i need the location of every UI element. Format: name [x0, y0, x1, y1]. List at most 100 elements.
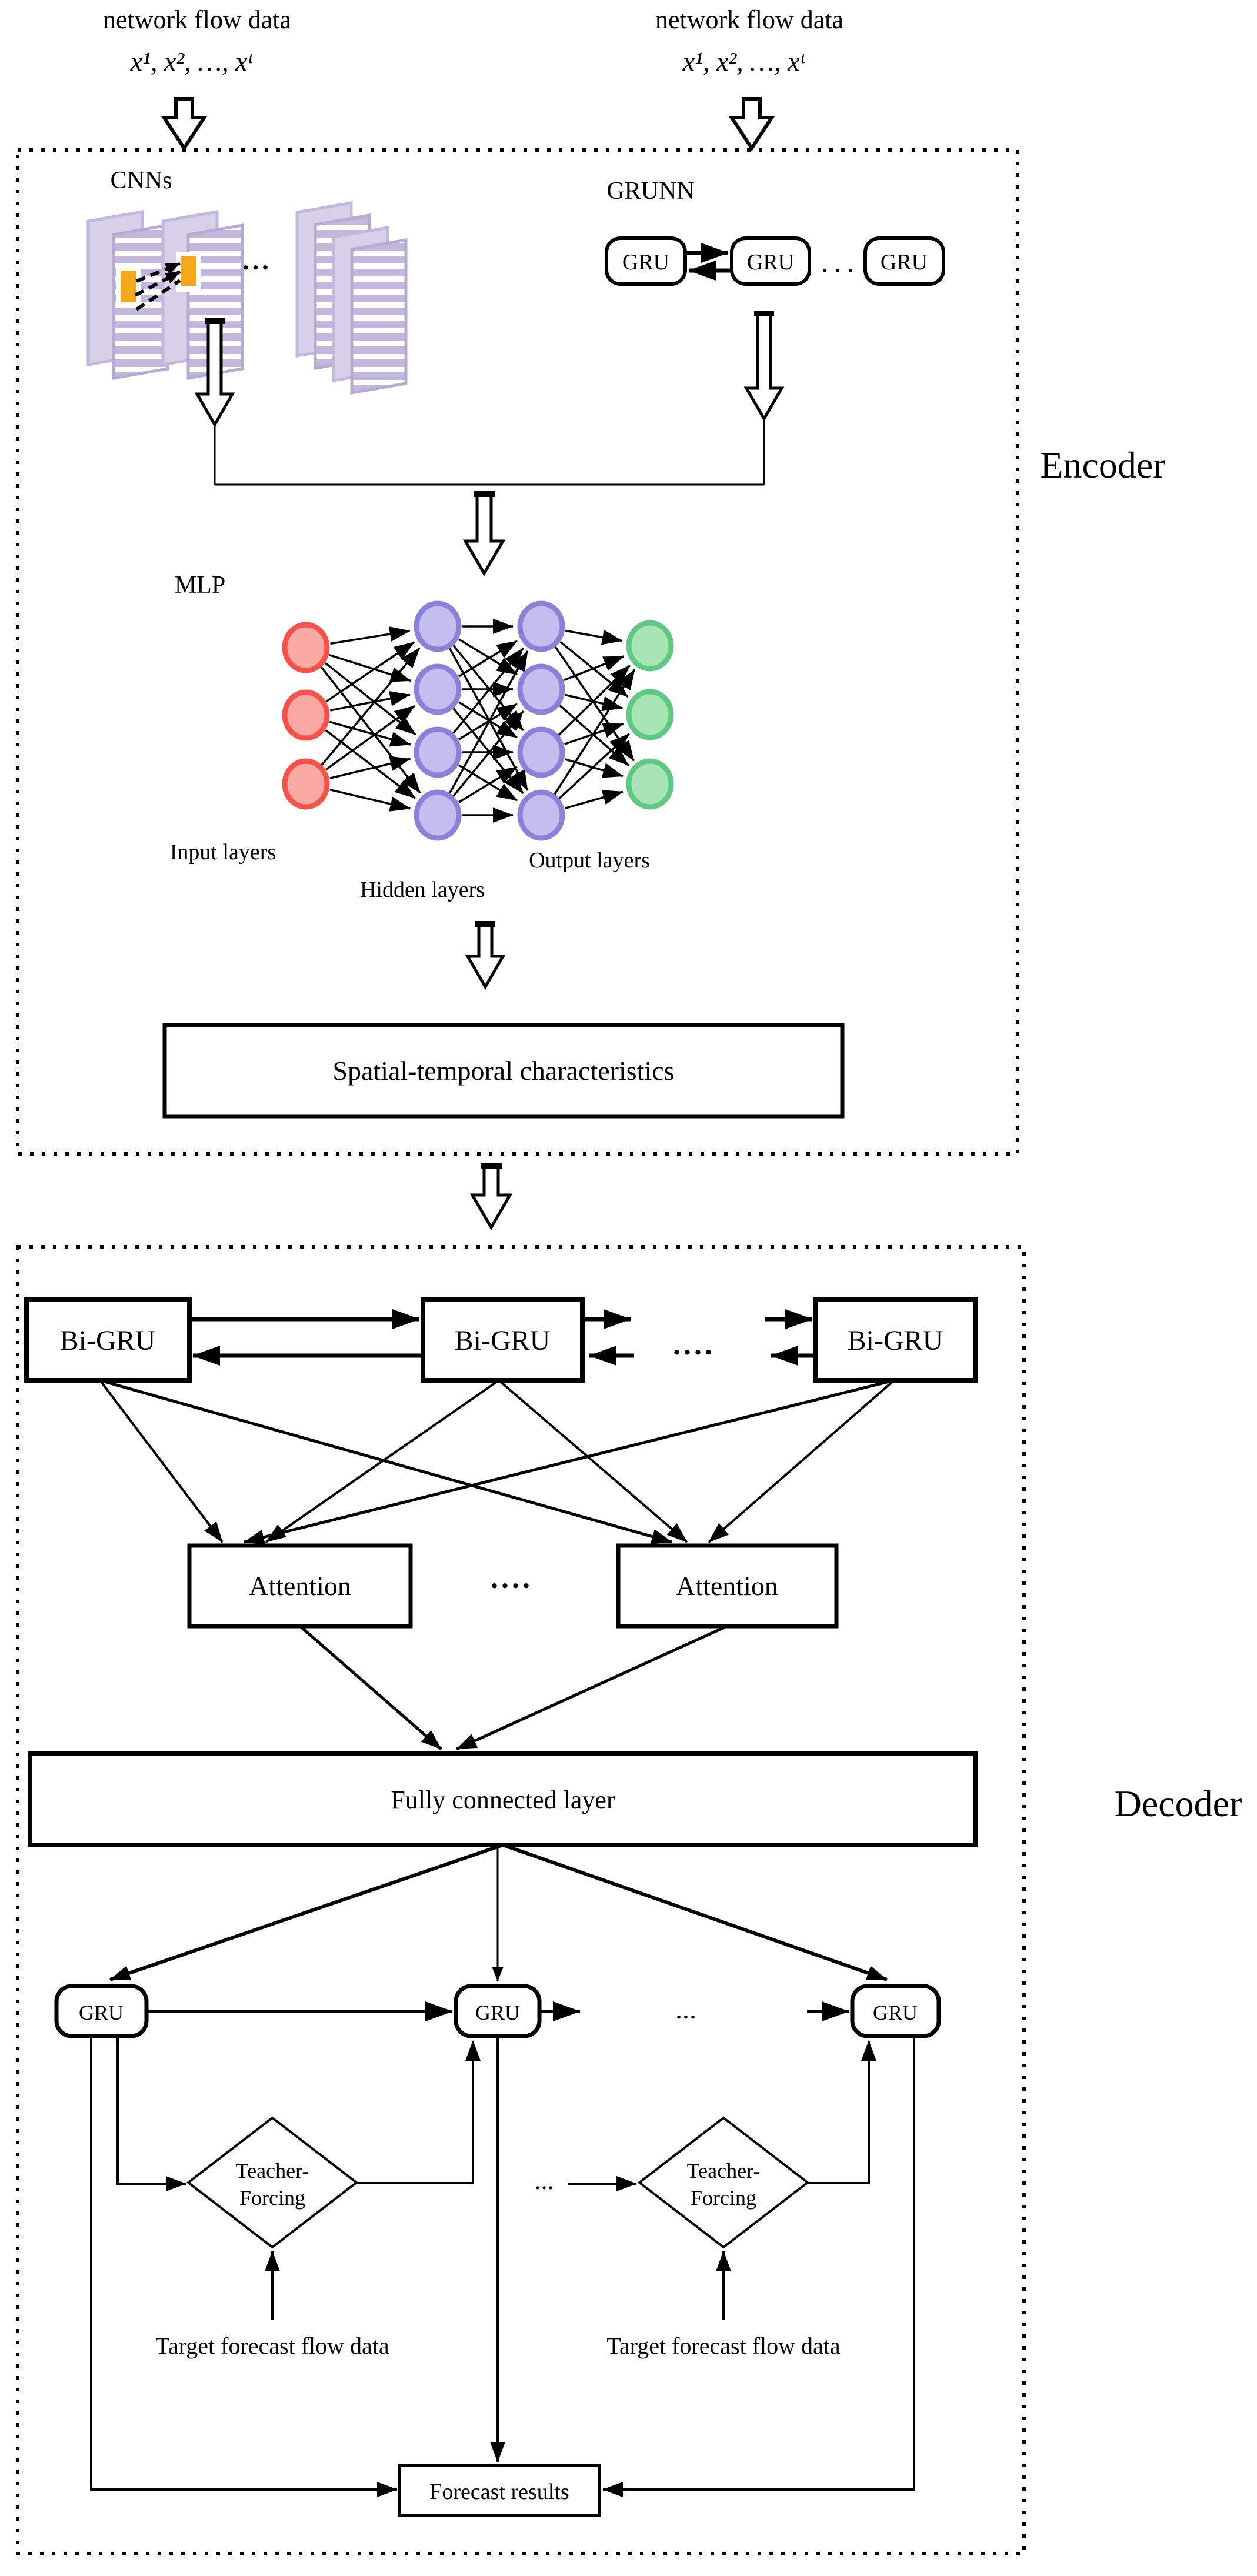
- forecast-results-label: Forecast results: [429, 2480, 569, 2504]
- input-node: [282, 689, 330, 741]
- hidden-node: [414, 789, 462, 841]
- bigru-attention-line: [244, 1379, 895, 1545]
- gru-cell-box: [730, 236, 811, 286]
- down-arrow-icon: [469, 1164, 513, 1230]
- down-arrow-icon: [462, 492, 506, 576]
- gru-forecast-line: [602, 2036, 915, 2497]
- arrow-cap: [474, 491, 495, 497]
- hidden-node: [414, 726, 462, 778]
- gru-cell-label: GRU: [747, 250, 794, 275]
- gru-forecast-line: [90, 2036, 398, 2497]
- bigru-box: [24, 1297, 192, 1383]
- mlp-edge: [564, 790, 624, 810]
- mlp-edge: [320, 666, 421, 794]
- output-node: [626, 689, 674, 740]
- gru-cell-label: GRU: [79, 2001, 124, 2024]
- conv-patch: [121, 271, 136, 302]
- input-left-formula: x¹, x², …, xᵗ: [130, 46, 254, 76]
- bigru-box: [421, 1297, 585, 1383]
- input-right-title: network flow data: [655, 5, 843, 34]
- mlp-edge: [448, 650, 529, 795]
- bigru-attention-line: [99, 1379, 224, 1543]
- mlp-edge: [329, 654, 412, 682]
- attention-ellipsis: ....: [491, 1561, 533, 1595]
- hidden-layers-label: Hidden layers: [360, 877, 485, 902]
- hidden-node: [517, 726, 565, 778]
- cnn-ellipsis: ...: [242, 245, 272, 275]
- attention-box: [187, 1543, 413, 1629]
- conv-link-dashed: [134, 270, 181, 297]
- gru-cell-label: GRU: [475, 2001, 520, 2024]
- encoder-label: Encoder: [1040, 444, 1165, 486]
- teacherforcing-gru-line: [808, 2040, 876, 2184]
- teacherforcing-gru-line: [356, 2040, 481, 2184]
- gru-cell-label: GRU: [873, 2001, 918, 2024]
- mlp-edge: [452, 710, 524, 797]
- teacher-forcing-label: Forcing: [691, 2186, 756, 2210]
- down-arrow-icon: [194, 319, 235, 428]
- input-node: [282, 622, 330, 673]
- hidden-node: [414, 600, 462, 652]
- gru-cell-label: GRU: [622, 250, 669, 275]
- fc-gru-line: [502, 1843, 888, 1981]
- hidden-node: [517, 600, 565, 652]
- cnn-branch-label: CNNs: [110, 167, 172, 194]
- bigru-label: Bi-GRU: [848, 1325, 943, 1356]
- attention-label: Attention: [676, 1571, 778, 1601]
- teacher-forcing-diamond: [637, 2116, 810, 2249]
- target-data-label: Target forecast flow data: [155, 2333, 389, 2359]
- fully-connected-box: [28, 1751, 978, 1847]
- down-arrow-icon: [743, 311, 785, 422]
- output-layers-label: Output layers: [529, 848, 650, 873]
- teacher-forcing-diamond: [186, 2116, 359, 2249]
- mlp-edge: [329, 691, 411, 712]
- output-node: [626, 758, 674, 810]
- attention-label: Attention: [249, 1571, 351, 1601]
- bigru-ellipsis: ....: [673, 1328, 715, 1362]
- attention-fc-line: [455, 1624, 728, 1751]
- teacherforcing-ellipsis: ...: [535, 2166, 554, 2195]
- arrow-cap: [754, 311, 774, 316]
- decoder-label: Decoder: [1115, 1783, 1242, 1824]
- input-layers-label: Input layers: [170, 840, 276, 865]
- gru-cell-box: [605, 236, 687, 286]
- mlp-edge: [458, 764, 518, 802]
- grunn-ellipsis: . . .: [822, 249, 854, 278]
- mlp-edge: [329, 788, 411, 812]
- gru-row-ellipsis: ...: [675, 1994, 696, 2025]
- fc-gru-line: [109, 1843, 504, 1981]
- output-node: [626, 620, 674, 672]
- down-arrow-icon: [465, 922, 506, 990]
- mlp-edge: [559, 705, 629, 766]
- spatial-temporal-box: [162, 1023, 845, 1119]
- teacher-forcing-label: Teacher-: [236, 2159, 309, 2183]
- bigru-label: Bi-GRU: [455, 1325, 551, 1356]
- target-data-label: Target forecast flow data: [606, 2333, 841, 2359]
- down-arrow-icon: [161, 97, 208, 152]
- conv-patch: [181, 256, 196, 286]
- mlp-edge: [321, 647, 421, 766]
- fully-connected-label: Fully connected layer: [391, 1786, 615, 1814]
- mlp-edge: [558, 733, 630, 799]
- mlp-edge: [458, 766, 518, 803]
- gru-cell-label: GRU: [881, 250, 928, 275]
- bigru-attention-line: [99, 1379, 672, 1544]
- mlp-edge: [325, 705, 416, 770]
- mlp-edge: [559, 641, 629, 698]
- conv-link-dashed: [135, 279, 181, 311]
- gru-cell-box: [850, 1984, 941, 2038]
- decoder-frame: [16, 1245, 1026, 2555]
- teacher-forcing-label: Forcing: [239, 2186, 305, 2210]
- forecast-results-box: [398, 2464, 601, 2517]
- hidden-node: [517, 663, 565, 715]
- bigru-attention-line: [708, 1379, 895, 1543]
- hidden-node: [517, 789, 565, 841]
- mlp-label: MLP: [175, 572, 225, 599]
- cnn-feature-maps: [86, 201, 408, 395]
- grunn-branch-label: GRUNN: [606, 178, 694, 205]
- mlp-edge: [329, 756, 411, 779]
- mlp-edge: [554, 669, 636, 795]
